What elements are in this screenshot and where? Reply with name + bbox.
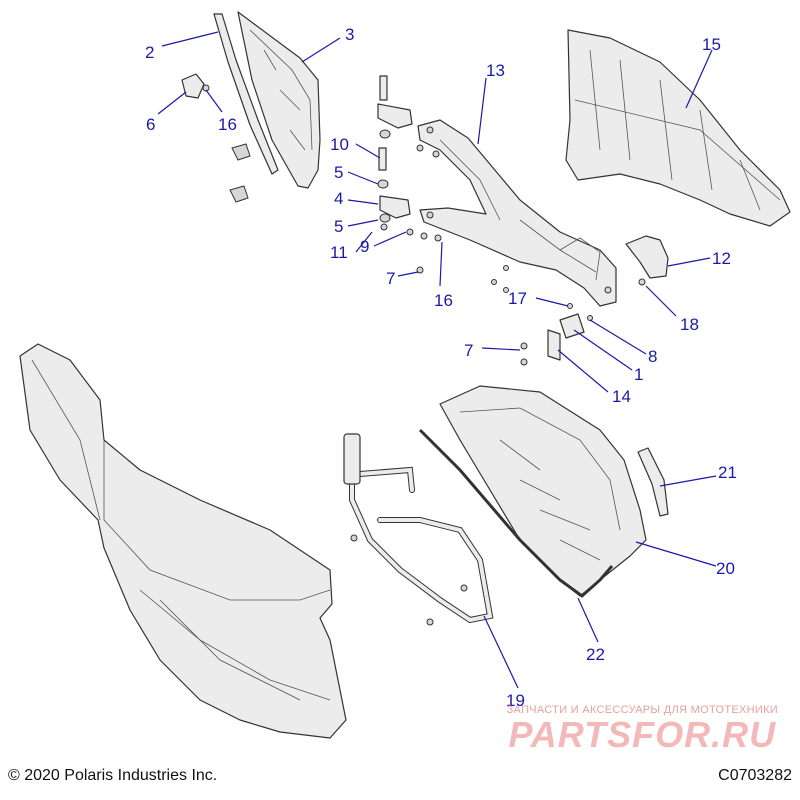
- part-12-latch: [625, 235, 669, 286]
- lower-door-outer-panel: [19, 343, 347, 739]
- part-20-lower-inner-panel: [439, 385, 647, 597]
- callout-22: 22: [586, 645, 605, 664]
- callout-8: 8: [648, 347, 657, 366]
- callout-10: 10: [330, 135, 349, 154]
- callout-7-lower: 7: [464, 341, 473, 360]
- callout-16-upper: 16: [218, 115, 237, 134]
- watermark: ЗАПЧАСТИ И АКСЕССУАРЫ ДЛЯ МОТОТЕХНИКИ PA…: [507, 704, 778, 754]
- part-3-upper-door-panel: [237, 11, 321, 189]
- callout-9: 9: [360, 237, 369, 256]
- hinge-pin-stack: [377, 75, 413, 231]
- callout-2: 2: [145, 43, 154, 62]
- watermark-tagline: ЗАПЧАСТИ И АКСЕССУАРЫ ДЛЯ МОТОТЕХНИКИ: [506, 704, 778, 716]
- callout-18: 18: [680, 315, 699, 334]
- part-2-seal-strip: [213, 13, 279, 175]
- callout-3: 3: [345, 25, 354, 44]
- callout-20: 20: [716, 559, 735, 578]
- callout-15: 15: [702, 35, 721, 54]
- callout-19: 19: [506, 691, 525, 710]
- callout-13: 13: [486, 61, 505, 80]
- callout-14: 14: [612, 387, 631, 406]
- callout-5-upper: 5: [334, 163, 343, 182]
- part-21-seal-strip: [637, 447, 669, 517]
- callout-6: 6: [146, 115, 155, 134]
- callout-21: 21: [718, 463, 737, 482]
- part-15-upper-rear-panel: [565, 29, 791, 227]
- callout-1: 1: [634, 365, 643, 384]
- callout-12: 12: [712, 249, 731, 268]
- part-19-lower-door-frame: [343, 433, 494, 626]
- callout-17: 17: [508, 289, 527, 308]
- fasteners: [406, 144, 509, 293]
- callout-7-upper: 7: [386, 269, 395, 288]
- callout-4: 4: [334, 189, 343, 208]
- callout-11: 11: [330, 243, 348, 262]
- callout-16-middle: 16: [434, 291, 453, 310]
- callouts: 2 3 6 16 10 5 4 5 11 9 7 16 13 15 12 18 …: [145, 25, 737, 710]
- part-6-clip: [181, 73, 251, 203]
- drawing-number: C0703282: [718, 767, 792, 784]
- watermark-brand: PARTSFOR.RU: [508, 714, 777, 755]
- copyright-notice: © 2020 Polaris Industries Inc.: [8, 767, 218, 784]
- leader-lines: [157, 31, 717, 689]
- part-13-door-frame: [417, 119, 617, 307]
- callout-5-lower: 5: [334, 217, 343, 236]
- lower-brackets: [520, 303, 593, 366]
- part-22-seal-strip: [418, 428, 614, 598]
